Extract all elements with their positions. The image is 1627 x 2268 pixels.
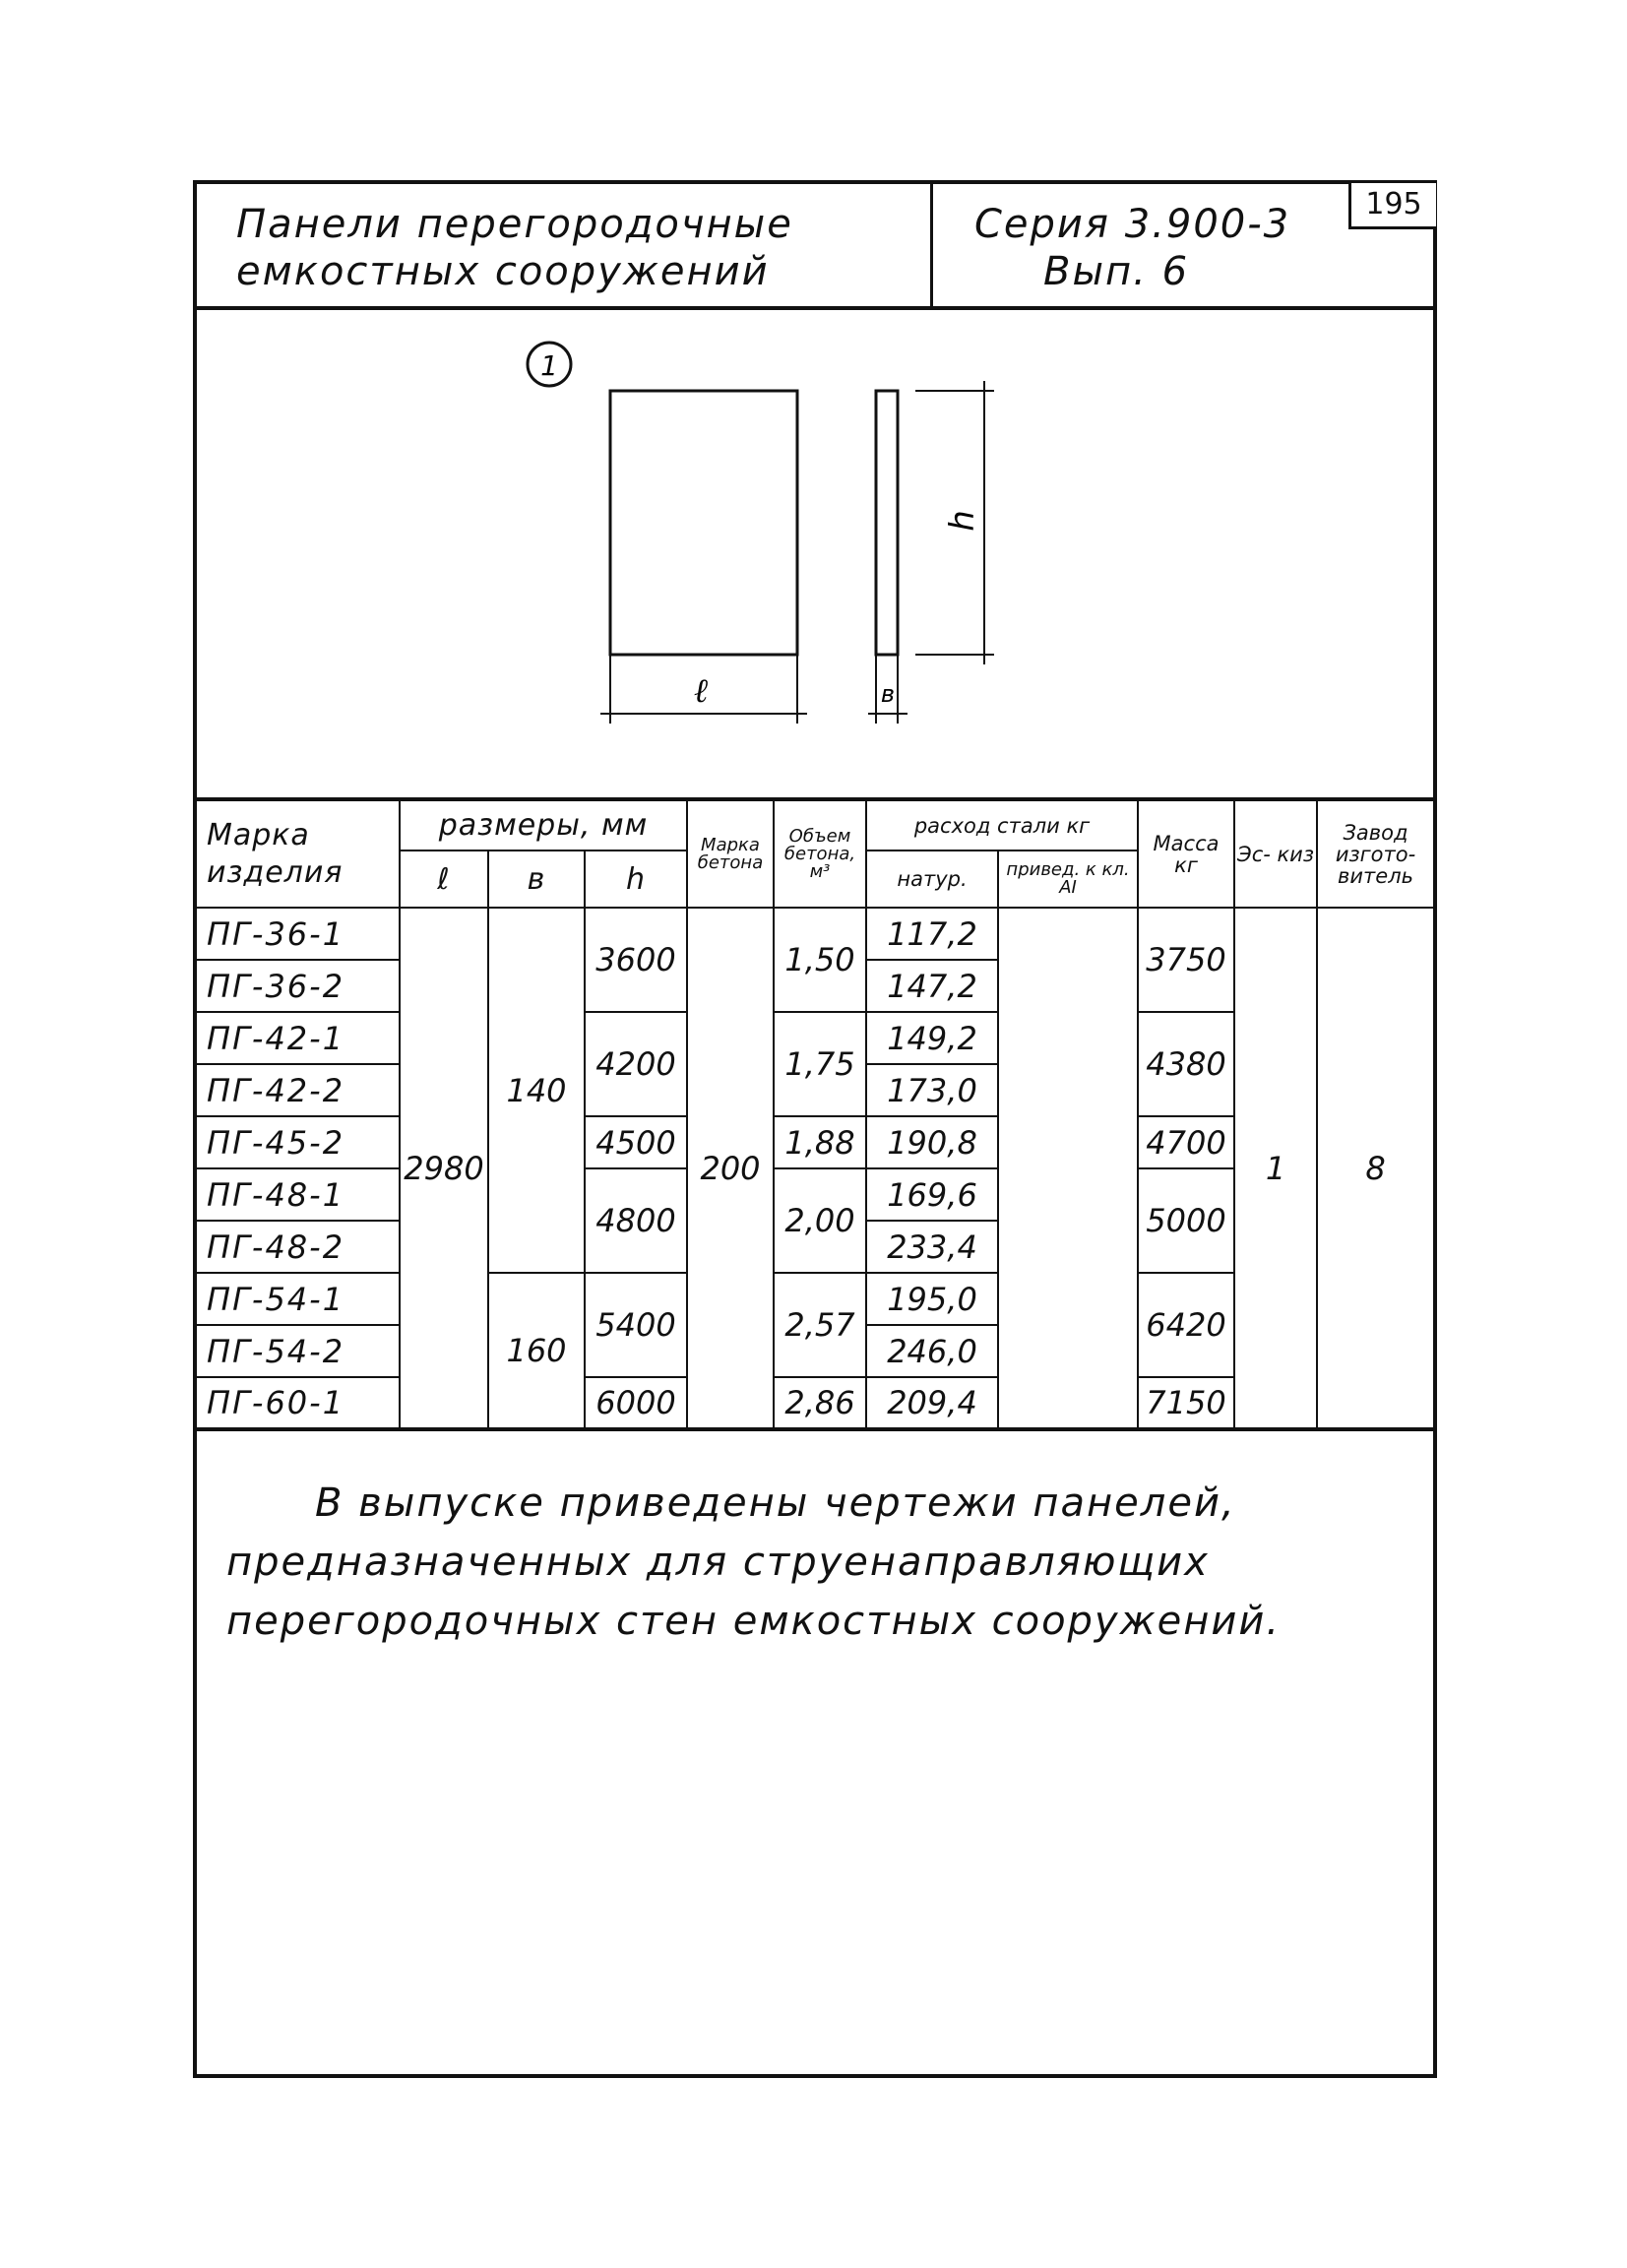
cell-height: 4500 [584, 1115, 688, 1169]
cell-volume: 2,57 [773, 1272, 867, 1378]
issue-label: Вып. 6 [1043, 249, 1190, 294]
note-line-2: предназначенных для струенаправляющих [226, 1540, 1210, 1585]
cell-mass: 6420 [1137, 1272, 1235, 1378]
cell-steel-actual: 195,0 [865, 1272, 999, 1326]
header-steel-actual: натур. [865, 850, 999, 909]
header-mark: Марка изделия [197, 798, 401, 909]
header-sketch: Эс- киз [1233, 798, 1319, 909]
series-label: Серия 3.900-3 [974, 202, 1291, 247]
cell-steel-actual: 190,8 [865, 1115, 999, 1169]
length-label: ℓ [694, 671, 708, 711]
row-mark: ПГ-54-2 [197, 1324, 401, 1378]
title-line-2: емкостных сооружений [236, 249, 770, 294]
cell-steel-actual: 173,0 [865, 1063, 998, 1117]
cell-concrete-grade: 200 [686, 907, 775, 1430]
row-mark: ПГ-42-1 [197, 1011, 401, 1065]
panel-side-view [874, 389, 900, 657]
cell-steel-actual: 233,4 [865, 1220, 998, 1274]
cell-mass: 5000 [1137, 1167, 1235, 1274]
note-line-3: перегородочных стен емкостных сооружений… [226, 1599, 1282, 1644]
note-line-1: В выпуске приведены чертежи панелей, [315, 1480, 1236, 1526]
panel-sketch: 1 ℓ в h [526, 341, 994, 724]
sketch-number-circle [526, 341, 573, 388]
cell-steel-actual: 169,6 [865, 1167, 999, 1222]
cell-mass: 4700 [1137, 1115, 1235, 1169]
row-mark: ПГ-60-1 [197, 1376, 401, 1430]
title-block: Панели перегородочные емкостных сооружен… [197, 184, 1433, 310]
sketch-area: 1 ℓ в h [197, 310, 1433, 797]
cell-mass: 4380 [1137, 1011, 1235, 1117]
cell-width: 140 [487, 907, 586, 1274]
width-label: в [881, 680, 895, 708]
cell-height: 4800 [584, 1167, 688, 1274]
cell-mass: 7150 [1137, 1376, 1235, 1430]
header-concrete-volume: Объем бетона, м³ [773, 798, 867, 909]
row-mark: ПГ-36-2 [197, 959, 401, 1013]
cell-steel-reduced [996, 907, 1140, 1430]
row-mark: ПГ-54-1 [197, 1272, 401, 1326]
header-steel-reduced: привед. к кл. AI [996, 850, 1139, 909]
cell-height: 3600 [584, 907, 688, 1013]
row-mark: ПГ-48-2 [197, 1220, 401, 1274]
drawing-sheet: Панели перегородочные емкостных сооружен… [193, 180, 1437, 2078]
cell-volume: 1,50 [773, 907, 867, 1013]
cell-steel-actual: 149,2 [865, 1011, 999, 1065]
header-dim-h: h [584, 850, 688, 909]
row-mark: ПГ-36-1 [197, 907, 401, 961]
explanatory-note: В выпуске приведены чертежи панелей, пре… [226, 1474, 1408, 1651]
header-concrete-grade: Марка бетона [686, 798, 775, 909]
cell-steel-actual: 246,0 [865, 1324, 998, 1378]
header-plant: Завод изгото- витель [1316, 798, 1433, 909]
page-number: 195 [1348, 183, 1436, 229]
header-dim-l: ℓ [400, 850, 489, 909]
cell-sketch-ref: 1 [1233, 907, 1319, 1430]
cell-volume: 2,86 [773, 1376, 867, 1430]
height-label: h [943, 510, 982, 532]
sketch-number: 1 [540, 349, 558, 382]
cell-steel-actual: 147,2 [865, 959, 998, 1013]
header-dimensions: размеры, мм [399, 798, 688, 851]
header-mass: Масса кг [1137, 798, 1236, 909]
cell-height: 5400 [584, 1272, 688, 1378]
products-table: Марка изделия размеры, мм Марка бетона О… [197, 797, 1433, 1431]
cell-mass: 3750 [1137, 907, 1236, 1013]
products-table-wrap: Марка изделия размеры, мм Марка бетона О… [197, 797, 1433, 1431]
cell-steel-actual: 117,2 [865, 907, 999, 961]
title-cell: Панели перегородочные емкостных сооружен… [197, 184, 933, 306]
header-dim-b: в [487, 850, 586, 909]
cell-width: 160 [487, 1272, 586, 1430]
row-mark: ПГ-45-2 [197, 1115, 401, 1169]
cell-steel-actual: 209,4 [865, 1376, 999, 1430]
title-line-1: Панели перегородочные [236, 202, 793, 247]
cell-volume: 2,00 [773, 1167, 867, 1274]
row-mark: ПГ-42-2 [197, 1063, 401, 1117]
header-steel: расход стали кг [864, 798, 1140, 851]
cell-plant: 8 [1316, 907, 1433, 1430]
row-mark: ПГ-48-1 [197, 1167, 401, 1222]
cell-volume: 1,75 [773, 1011, 867, 1117]
cell-height: 6000 [584, 1376, 688, 1430]
cell-height: 4200 [584, 1011, 688, 1117]
panel-front-view [608, 389, 799, 657]
cell-length: 2980 [399, 907, 489, 1430]
cell-volume: 1,88 [773, 1115, 867, 1169]
